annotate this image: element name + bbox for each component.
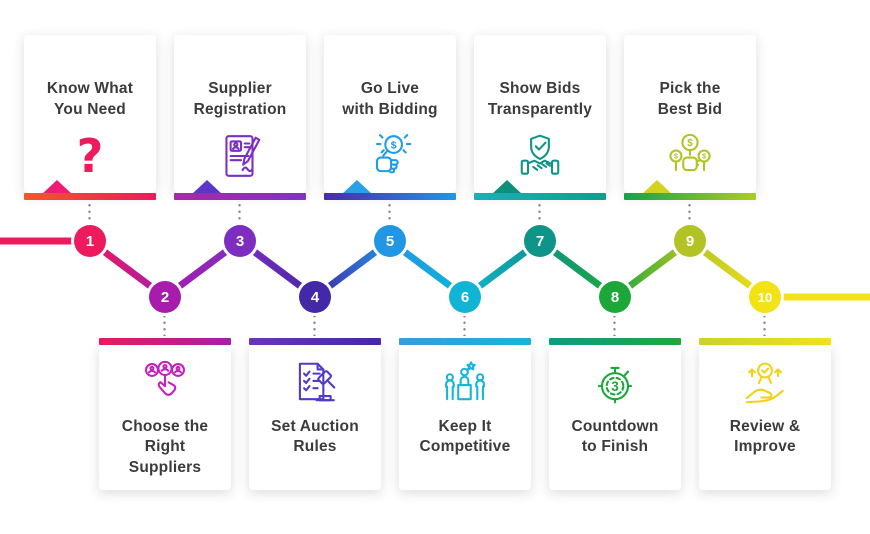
step-7-bar — [474, 193, 606, 200]
step-7-pointer — [492, 180, 522, 194]
step-3-connector-dots — [238, 202, 241, 224]
step-6-bar — [399, 338, 531, 345]
step-9-number: 9 — [685, 232, 695, 250]
step-8-marker: 8 — [599, 281, 631, 313]
step-1-marker: 1 — [74, 225, 106, 257]
step-1-connector-dots — [88, 202, 91, 224]
step-5-card: Go Live with Bidding $ — [324, 35, 456, 193]
step-6-number: 6 — [460, 288, 470, 306]
step-5-bar — [324, 193, 456, 200]
step-10-bar — [699, 338, 831, 345]
step-2-card: Choose the Right Suppliers — [99, 345, 231, 490]
medal-hand-icon — [740, 358, 790, 408]
step-9-bar — [624, 193, 756, 200]
step-5-marker: 5 — [374, 225, 406, 257]
svg-text:$: $ — [702, 152, 706, 161]
step-9-marker: 9 — [674, 225, 706, 257]
step-3-number: 3 — [235, 232, 245, 250]
step-3-card: Supplier Registration — [174, 35, 306, 193]
step-4-card: Set Auction Rules — [249, 345, 381, 490]
step-7-title: Show Bids Transparently — [487, 80, 593, 118]
step-4-marker: 4 — [299, 281, 331, 313]
step-1-bar — [24, 193, 156, 200]
step-1-number: 1 — [85, 232, 95, 250]
registration-document-pen-icon — [215, 131, 265, 181]
step-9-title: Pick the Best Bid — [657, 80, 723, 118]
step-6-title: Keep It Competitive — [419, 418, 511, 456]
step-8-bar — [549, 338, 681, 345]
step-8-title: Countdown to Finish — [571, 418, 659, 456]
svg-text:$: $ — [391, 140, 397, 151]
step-7-connector-dots — [538, 202, 541, 224]
step-4-number: 4 — [310, 288, 320, 306]
step-10-title: Review & Improve — [729, 418, 801, 456]
step-8-card: 3 Countdown to Finish — [549, 345, 681, 490]
step-9-pointer — [642, 180, 672, 194]
step-2-title: Choose the Right Suppliers — [121, 418, 209, 476]
step-4-title: Set Auction Rules — [271, 418, 359, 456]
step-5-title: Go Live with Bidding — [342, 80, 438, 118]
step-4-bar — [249, 338, 381, 345]
step-2-connector-dots — [163, 313, 166, 336]
step-2-marker: 2 — [149, 281, 181, 313]
svg-text:$: $ — [687, 138, 693, 149]
countdown-timer-icon: 3 — [590, 358, 640, 408]
step-6-card: Keep It Competitive — [399, 345, 531, 490]
step-7-number: 7 — [535, 232, 545, 250]
step-5-pointer — [342, 180, 372, 194]
step-2-number: 2 — [160, 288, 170, 306]
step-2-bar — [99, 338, 231, 345]
podium-winner-icon — [440, 358, 490, 408]
step-5-number: 5 — [385, 232, 395, 250]
svg-text:3: 3 — [611, 379, 619, 394]
magnifier-dollar-hand-icon: $ — [365, 131, 415, 181]
step-5-connector-dots — [388, 202, 391, 224]
svg-text:$: $ — [674, 152, 678, 161]
step-9-card: Pick the Best Bid $ $ $ — [624, 35, 756, 193]
step-3-bar — [174, 193, 306, 200]
best-bid-coins-icon: $ $ $ — [665, 131, 715, 181]
step-6-marker: 6 — [449, 281, 481, 313]
step-7-marker: 7 — [524, 225, 556, 257]
shield-handshake-icon — [515, 131, 565, 181]
step-1-pointer — [42, 180, 72, 194]
step-10-card: Review & Improve — [699, 345, 831, 490]
step-3-title: Supplier Registration — [193, 80, 287, 118]
select-suppliers-icon — [140, 358, 190, 408]
step-6-connector-dots — [463, 313, 466, 336]
step-3-pointer — [192, 180, 222, 194]
step-1-title: Know What You Need — [46, 80, 134, 118]
step-10-marker: 10 — [749, 281, 781, 313]
checklist-gavel-icon — [290, 358, 340, 408]
step-8-connector-dots — [613, 313, 616, 336]
step-1-card: Know What You Need ? — [24, 35, 156, 193]
step-7-card: Show Bids Transparently — [474, 35, 606, 193]
step-10-connector-dots — [763, 313, 766, 336]
step-3-marker: 3 — [224, 225, 256, 257]
step-10-number: 10 — [757, 289, 773, 305]
question-mark-icon: ? — [76, 129, 104, 183]
step-9-connector-dots — [688, 202, 691, 224]
step-8-number: 8 — [610, 288, 620, 306]
step-4-connector-dots — [313, 313, 316, 336]
